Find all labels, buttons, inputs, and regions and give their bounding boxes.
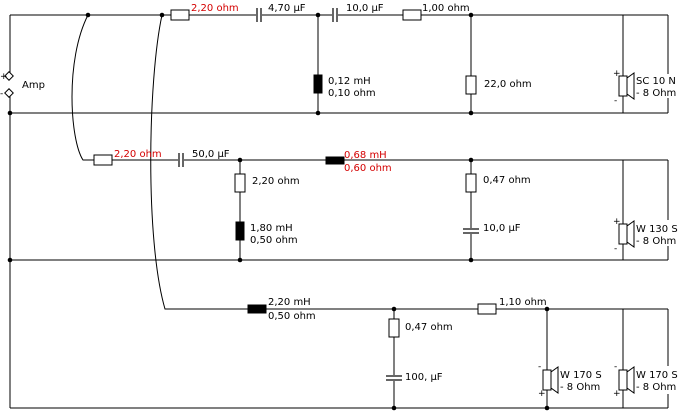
- mid-c2-label: 10,0 µF: [483, 223, 521, 234]
- top-c2-label: 10,0 µF: [346, 3, 384, 14]
- bot-speaker1-plus: +: [538, 389, 546, 399]
- mid-c2-capacitor: [463, 228, 479, 234]
- mid-l1-label-inductance: 0,68 mH: [344, 150, 387, 161]
- bot-speaker1-name: W 170 S: [560, 370, 602, 381]
- mid-r1-resistor: [93, 154, 113, 166]
- bot-r1-resistor: [477, 303, 497, 315]
- mid-branch: 2,20 ohm 50,0 µF 0,68 mH 0,60 ohm 2,20 o…: [93, 149, 678, 260]
- mid-c1-label: 50,0 µF: [192, 149, 230, 160]
- mid-l2-inductor: [235, 221, 245, 241]
- mid-r3-label: 0,47 ohm: [483, 175, 531, 186]
- bot-l1-label-inductance: 2,20 mH: [268, 297, 311, 308]
- bot-speaker1-impedance: - 8 Ohm: [560, 382, 600, 393]
- bot-speaker2-minus: -: [614, 362, 617, 372]
- top-speaker-minus: -: [614, 96, 617, 106]
- mid-speaker-impedance: - 8 Ohm: [636, 236, 676, 247]
- top-r2-resistor: [402, 9, 422, 21]
- bot-speaker2-name: W 170 S: [636, 370, 678, 381]
- top-l1-inductor: [313, 74, 323, 94]
- bot-speaker2-impedance: - 8 Ohm: [636, 382, 676, 393]
- top-r1-resistor: [170, 9, 190, 21]
- bot-speaker1-icon: [542, 366, 559, 394]
- mid-r1-label: 2,20 ohm: [114, 149, 162, 160]
- top-l1-label-inductance: 0,12 mH: [328, 76, 371, 87]
- junction-dots: [7, 12, 550, 411]
- bot-r2-resistor: [388, 318, 400, 338]
- bot-speaker2-icon: [618, 309, 673, 408]
- mid-speaker-minus: -: [614, 244, 617, 254]
- mid-l2-label-inductance: 1,80 mH: [250, 223, 293, 234]
- wires: [9, 14, 669, 409]
- amp-label: Amp: [22, 80, 45, 91]
- mid-speaker-icon: [618, 160, 673, 260]
- bot-speaker2-plus: +: [613, 389, 621, 399]
- top-speaker-impedance: - 8 Ohm: [636, 88, 676, 99]
- bot-l1-inductor: [247, 304, 267, 314]
- amp-terminals: + - Amp: [0, 15, 45, 113]
- top-c1-label: 4,70 µF: [268, 3, 306, 14]
- bot-c1-capacitor: [386, 375, 402, 381]
- top-r1-label: 2,20 ohm: [191, 3, 239, 14]
- mid-l2-label-resistance: 0,50 ohm: [250, 235, 298, 246]
- top-l1-label-resistance: 0,10 ohm: [328, 88, 376, 99]
- bot-r1-label: 1,10 ohm: [499, 297, 547, 308]
- bot-l1-label-resistance: 0,50 ohm: [268, 311, 316, 322]
- mid-l1-inductor: [325, 156, 345, 165]
- mid-r2-resistor: [234, 173, 246, 193]
- top-branch: 2,20 ohm 4,70 µF 10,0 µF 1,00 ohm 0,12 m…: [170, 3, 676, 113]
- bot-r2-label: 0,47 ohm: [405, 322, 453, 333]
- top-speaker-icon: [618, 15, 673, 113]
- amp-plus-sign: +: [0, 72, 8, 82]
- bot-c1-label: 100, µF: [405, 372, 443, 383]
- top-r3-resistor: [465, 75, 477, 95]
- top-speaker-plus: +: [613, 69, 621, 79]
- top-c1-capacitor: [256, 8, 262, 22]
- top-c2-capacitor: [332, 8, 338, 22]
- top-r3-label: 22,0 ohm: [484, 79, 532, 90]
- top-speaker-name: SC 10 N: [636, 76, 676, 87]
- mid-r3-resistor: [465, 173, 477, 193]
- bottom-branch: 2,20 mH 0,50 ohm 1,10 ohm 0,47 ohm 100, …: [247, 297, 678, 408]
- bot-speaker1-minus: -: [538, 362, 541, 372]
- amp-minus-sign: -: [0, 89, 3, 99]
- mid-speaker-name: W 130 S: [636, 224, 678, 235]
- top-r2-label: 1,00 ohm: [422, 3, 470, 14]
- mid-c1-capacitor: [178, 153, 184, 167]
- mid-speaker-plus: +: [613, 217, 621, 227]
- mid-r2-label: 2,20 ohm: [252, 176, 300, 187]
- mid-l1-label-resistance: 0,60 ohm: [344, 163, 392, 174]
